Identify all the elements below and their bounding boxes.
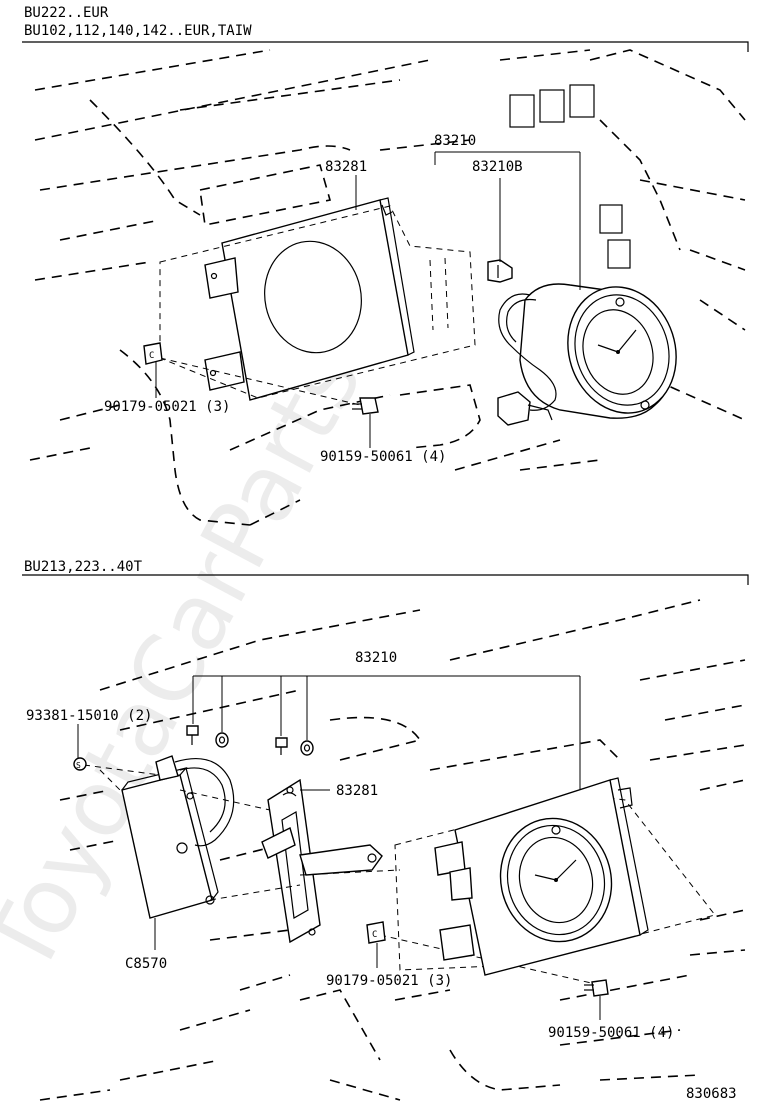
top-section-frame: [22, 41, 749, 52]
svg-text:C: C: [372, 930, 377, 940]
bottom-clock-assembly: [434, 777, 649, 976]
top-bolt-90159: [352, 397, 379, 415]
bottom-label-83210: 83210: [355, 650, 397, 666]
bottom-bracket-83281: [261, 778, 383, 944]
bottom-header: BU213,223..40T: [24, 559, 143, 575]
top-header-line1: BU222..EUR: [24, 5, 109, 21]
bottom-dashboard-outline: [39, 599, 746, 1101]
top-label-83281: 83281: [325, 159, 367, 175]
top-switch-panel: [509, 84, 631, 269]
bottom-label-93381: 93381-15010 (2): [26, 708, 152, 724]
top-label-83210b: 83210B: [472, 159, 523, 175]
top-label-83210: 83210: [434, 133, 476, 149]
top-dashboard-outline: [29, 49, 746, 526]
bottom-section-frame: [22, 574, 749, 585]
bottom-label-83281: 83281: [336, 783, 378, 799]
svg-text:S: S: [76, 761, 81, 770]
top-label-90159: 90159-50061 (4): [320, 449, 446, 465]
top-header-line2: BU102,112,140,142..EUR,TAIW: [24, 23, 252, 39]
top-label-90179: 90179-05021 (3): [104, 399, 230, 415]
bottom-label-c8570: C8570: [125, 956, 167, 972]
top-nut-90179: C: [143, 342, 163, 365]
top-dashed-mount-box: [159, 205, 476, 406]
bottom-label-90159: 90159-50061 (4): [548, 1025, 674, 1041]
top-clock-assembly: [497, 283, 677, 426]
top-leader-lines: [155, 151, 581, 448]
bottom-small-parts: S C: [73, 725, 609, 997]
bottom-leader-lines: [77, 675, 601, 1020]
figure-number: 830683: [686, 1086, 737, 1102]
bottom-clock-module-c8570: [121, 755, 235, 919]
svg-text:C: C: [149, 351, 154, 361]
top-bracket-83281: [204, 197, 415, 401]
top-clock-83210b: [487, 259, 513, 283]
bottom-label-90179: 90179-05021 (3): [326, 973, 452, 989]
